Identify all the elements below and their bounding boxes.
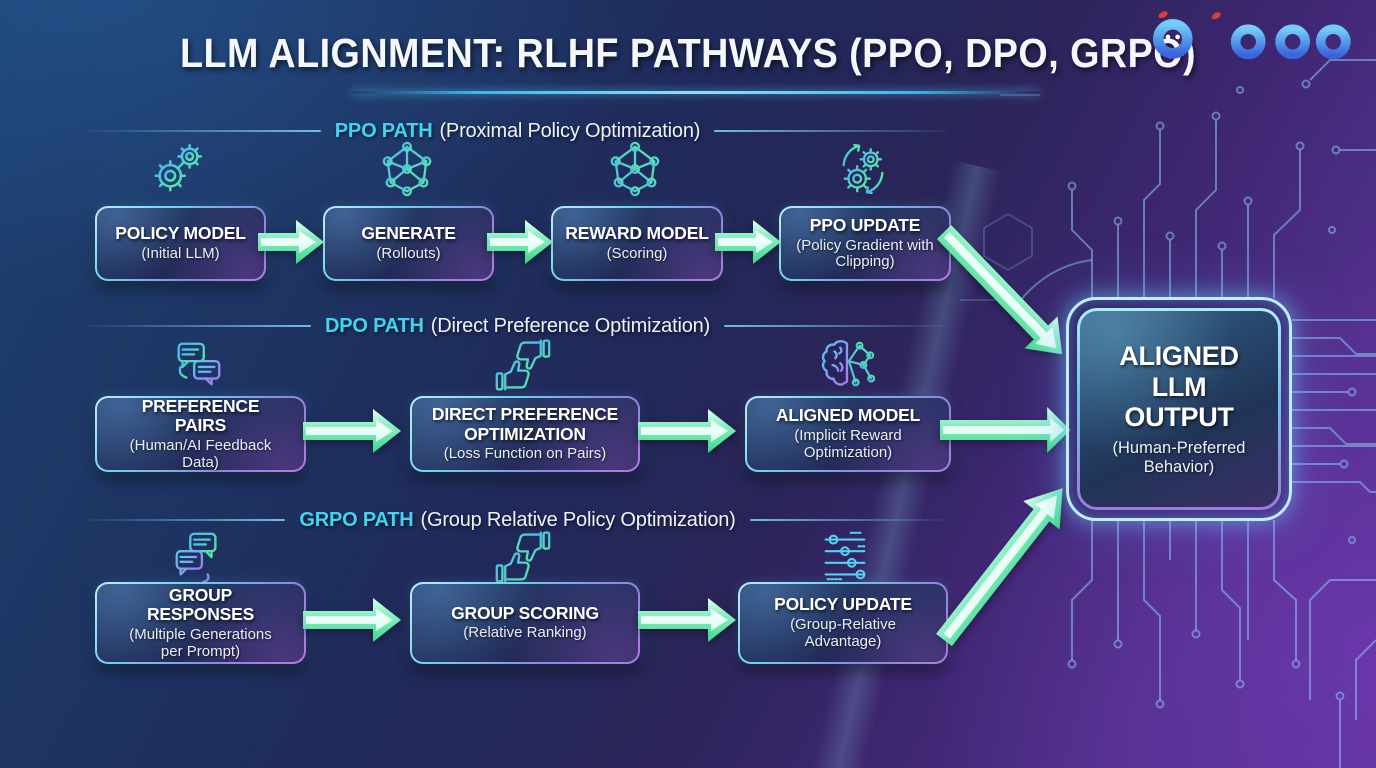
step-title: POLICY MODEL <box>115 223 246 244</box>
path-name: DPO PATH <box>324 314 424 337</box>
path-subtitle: (Proximal Policy Optimization) <box>439 119 701 142</box>
step-subtitle: (Group-Relative Advantage) <box>790 616 896 650</box>
step-direct-preference-optimization: DIRECT PREFERENCE OPTIMIZATION (Loss Fun… <box>410 396 640 472</box>
header-line-left <box>88 325 311 327</box>
thumbs-up-down-icon <box>495 531 551 583</box>
chip-title-line: OUTPUT <box>1124 402 1234 433</box>
neural-network-icon <box>610 141 660 197</box>
flow-arrow <box>303 409 401 453</box>
header-line-right <box>724 325 947 327</box>
step-group-responses: GROUP RESPONSES (Multiple Generations pe… <box>95 582 306 664</box>
step-generate: GENERATE (Rollouts) <box>323 206 494 281</box>
path-name: GRPO PATH <box>299 508 414 531</box>
flow-arrow <box>638 409 736 453</box>
chip-title: ALIGNED LLM OUTPUT <box>1119 340 1239 433</box>
step-title: PPO UPDATE <box>809 214 921 235</box>
converge-arrow-grpo <box>936 488 1063 647</box>
path-title-grpo: GRPO PATH (Group Relative Policy Optimiza… <box>299 509 735 532</box>
step-aligned-model: ALIGNED MODEL (Implicit Reward Optimizat… <box>745 396 951 472</box>
step-group-scoring: GROUP SCORING (Relative Ranking) <box>410 582 640 664</box>
step-title: REWARD MODEL <box>565 223 709 244</box>
step-policy-model: POLICY MODEL (Initial LLM) <box>95 206 266 281</box>
brain-network-icon <box>821 340 875 387</box>
step-preference-pairs: PREFERENCE PAIRS (Human/AI Feedback Data… <box>95 396 306 472</box>
step-title: GROUP SCORING <box>451 602 599 623</box>
gears-sync-icon <box>842 143 884 195</box>
converge-arrow-ppo <box>936 225 1063 355</box>
path-header-grpo: GRPO PATH (Group Relative Policy Optimiza… <box>88 506 947 534</box>
step-title: DIRECT PREFERENCE OPTIMIZATION <box>431 404 619 444</box>
gears-icon <box>154 144 202 192</box>
path-title-ppo: PPO PATH (Proximal Policy Optimization) <box>334 119 701 143</box>
iapp-logo: iapp <box>1146 6 1362 65</box>
step-reward-model: REWARD MODEL (Scoring) <box>551 206 723 281</box>
neural-network-icon <box>382 141 432 197</box>
flow-arrow <box>303 598 401 642</box>
header-line-right <box>749 519 947 521</box>
aligned-llm-output-chip: ALIGNED LLM OUTPUT (Human-Preferred Beha… <box>1066 297 1292 521</box>
flow-arrow <box>487 220 553 264</box>
flow-arrow <box>258 220 324 264</box>
path-name: PPO PATH <box>334 119 433 142</box>
header-line-right <box>714 130 947 132</box>
chip-body: ALIGNED LLM OUTPUT (Human-Preferred Beha… <box>1080 311 1278 507</box>
flow-arrow <box>638 598 736 642</box>
path-header-dpo: DPO PATH (Direct Preference Optimization) <box>88 312 947 340</box>
step-title: GROUP RESPONSES <box>146 584 255 625</box>
thumbs-up-down-icon <box>495 339 551 391</box>
step-title: ALIGNED MODEL <box>775 405 921 426</box>
path-subtitle: (Group Relative Policy Optimization) <box>420 508 736 531</box>
page-title: LLM ALIGNMENT: RLHF PATHWAYS (PPO, DPO, … <box>179 30 1197 76</box>
step-subtitle: (Multiple Generations per Prompt) <box>129 625 272 660</box>
step-title: PREFERENCE PAIRS <box>141 395 260 436</box>
chip-title-line: ALIGNED <box>1119 340 1239 371</box>
step-subtitle: (Human/AI Feedback Data) <box>129 436 272 471</box>
header-line-left <box>88 130 321 132</box>
step-title: POLICY UPDATE <box>774 594 912 615</box>
step-subtitle: (Loss Function on Pairs) <box>443 445 607 463</box>
path-subtitle: (Direct Preference Optimization) <box>430 314 711 337</box>
step-subtitle: (Rollouts) <box>376 244 441 262</box>
path-header-ppo: PPO PATH (Proximal Policy Optimization) <box>88 117 947 145</box>
iapp-logo-mark <box>1152 11 1351 65</box>
converge-arrow-dpo <box>940 407 1071 453</box>
header-line-left <box>88 519 286 521</box>
step-subtitle: (Implicit Reward Optimization) <box>794 427 902 461</box>
step-subtitle: (Policy Gradient with Clipping) <box>796 236 934 271</box>
step-title: GENERATE <box>361 223 456 244</box>
chip-title-line: LLM <box>1151 371 1207 402</box>
sliders-icon <box>824 531 866 581</box>
flow-arrow <box>715 220 781 264</box>
path-title-dpo: DPO PATH (Direct Preference Optimization) <box>325 315 710 338</box>
step-subtitle: (Relative Ranking) <box>463 624 587 642</box>
step-subtitle: (Scoring) <box>606 244 668 262</box>
chat-bubbles-icon <box>175 532 217 584</box>
step-policy-update: POLICY UPDATE (Group-Relative Advantage) <box>738 582 948 664</box>
step-subtitle: (Initial LLM) <box>141 244 220 262</box>
title-underline <box>352 91 1040 94</box>
chat-bubbles-icon <box>177 342 221 386</box>
step-ppo-update: PPO UPDATE (Policy Gradient with Clippin… <box>779 206 951 281</box>
chip-subtitle: (Human-Preferred Behavior) <box>1112 439 1246 477</box>
chip-frame: ALIGNED LLM OUTPUT (Human-Preferred Beha… <box>1077 308 1281 510</box>
